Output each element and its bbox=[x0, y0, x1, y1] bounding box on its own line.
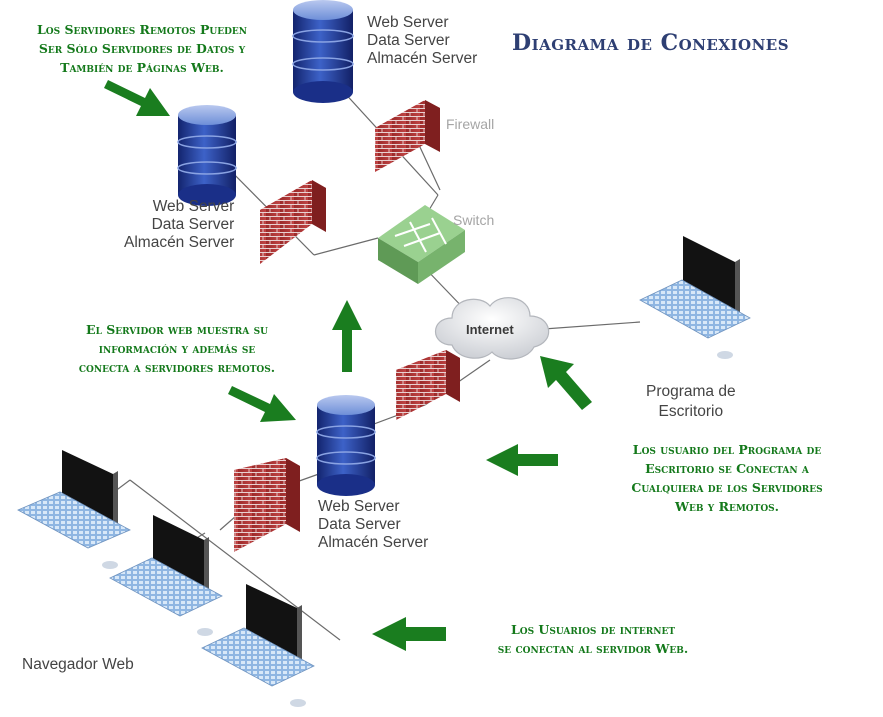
arrow-icon bbox=[540, 356, 592, 410]
server-label-line: Almacén Server bbox=[124, 234, 235, 251]
note-line: Escritorio se Conectan a bbox=[645, 461, 809, 476]
note-line: El Servidor web muestra su bbox=[86, 322, 268, 337]
firewall-icon bbox=[234, 458, 300, 552]
firewall-icon bbox=[396, 350, 460, 420]
note-line: Cualquiera de los Servidores bbox=[631, 480, 823, 495]
server-label-bottom: Web Server Data Server Almacén Server bbox=[318, 498, 428, 552]
desktop-computer-icon bbox=[109, 515, 223, 636]
note-desktop-users: Los usuario del Programa de Escritorio s… bbox=[586, 440, 868, 516]
server-label-line: Almacén Server bbox=[367, 50, 478, 67]
server-label-line: Data Server bbox=[367, 32, 450, 49]
firewall-label: Firewall bbox=[446, 116, 495, 132]
firewall-icon bbox=[375, 100, 440, 172]
server-label-line: Web Server bbox=[318, 498, 400, 515]
note-line: Web y Remotos. bbox=[674, 499, 780, 514]
note-remote-servers: Los Servidores Remotos Pueden Ser Sólo S… bbox=[6, 20, 278, 77]
note-line: Ser Sólo Servidores de Datos y bbox=[38, 41, 246, 56]
desktop-computer-icon bbox=[639, 236, 751, 359]
firewall-icon bbox=[260, 180, 326, 264]
server-label-line: Data Server bbox=[151, 216, 235, 233]
internet-label: Internet bbox=[466, 322, 514, 337]
database-server-icon bbox=[292, 0, 354, 103]
note-internet-users: Los Usuarios de internet se conectan al … bbox=[448, 620, 738, 658]
desktop-program-line: Programa de bbox=[646, 383, 736, 400]
note-line: Los usuario del Programa de bbox=[632, 442, 822, 457]
note-line: También de Páginas Web. bbox=[60, 60, 224, 75]
internet-cloud-icon bbox=[435, 297, 550, 360]
desktop-program-label: Programa de Escritorio bbox=[646, 382, 736, 422]
note-line: Los Usuarios de internet bbox=[510, 622, 676, 637]
server-label-top: Web Server Data Server Almacén Server bbox=[367, 14, 477, 68]
desktop-computer-icon bbox=[17, 450, 131, 569]
server-label-line: Web Server bbox=[152, 198, 235, 215]
arrow-icon bbox=[486, 444, 558, 476]
switch-label: Switch bbox=[453, 212, 495, 228]
note-line: información y además se bbox=[98, 341, 256, 356]
note-line: se conectan al servidor Web. bbox=[497, 641, 689, 656]
note-line: conecta a servidores remotos. bbox=[78, 360, 276, 375]
arrow-icon bbox=[228, 386, 296, 422]
note-line: Los Servidores Remotos Pueden bbox=[37, 22, 247, 37]
server-label-left: Web Server Data Server Almacén Server bbox=[124, 198, 234, 252]
arrow-icon bbox=[104, 80, 170, 116]
page-title: Diagrama de Conexiones bbox=[512, 30, 790, 56]
arrow-icon bbox=[332, 300, 362, 372]
database-server-icon bbox=[316, 395, 376, 496]
desktop-computer-icon bbox=[201, 584, 315, 707]
note-web-server: El Servidor web muestra su información y… bbox=[36, 320, 318, 377]
server-label-line: Data Server bbox=[318, 516, 401, 533]
switch-icon bbox=[378, 205, 465, 284]
arrow-icon bbox=[372, 617, 446, 651]
desktop-program-line: Escritorio bbox=[658, 403, 724, 420]
web-browser-label: Navegador Web bbox=[22, 656, 134, 673]
server-label-line: Almacén Server bbox=[318, 534, 429, 551]
server-label-line: Web Server bbox=[367, 14, 449, 31]
database-server-icon bbox=[177, 105, 237, 206]
